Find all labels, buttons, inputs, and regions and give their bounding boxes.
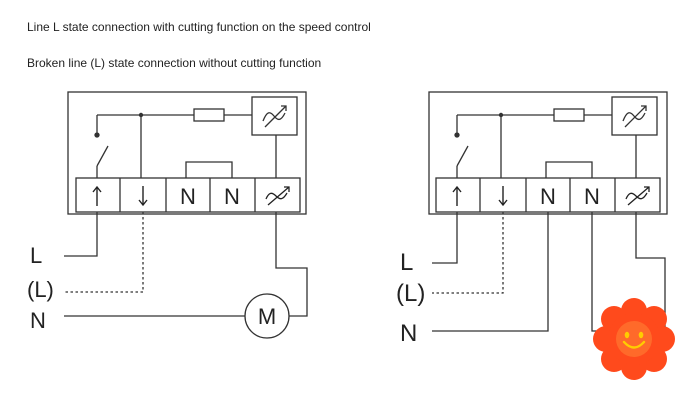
wire-label-broken-l: (L) xyxy=(396,280,425,307)
diagram-left xyxy=(67,91,307,215)
terminal-symbols-right: N N xyxy=(452,184,650,209)
terminal-speed-icon xyxy=(265,186,290,206)
wire-n xyxy=(432,212,549,332)
speed-control-box xyxy=(251,96,298,136)
caption-without-cutting: Broken line (L) state connection without… xyxy=(27,56,322,70)
speed-control-icon xyxy=(622,112,646,122)
switch-contact xyxy=(456,145,469,167)
caption-with-cutting: Line L state connection with cutting fun… xyxy=(27,20,371,34)
terminal-n2-label: N xyxy=(224,184,240,209)
terminal-symbols-left: N N xyxy=(92,184,290,209)
switch-contact xyxy=(96,145,109,167)
speed-control-icon xyxy=(262,112,286,122)
terminal-n2-label: N xyxy=(584,184,600,209)
neutral-bridge xyxy=(545,161,593,178)
wire-broken-l xyxy=(432,212,504,294)
wire-label-broken-l: (L) xyxy=(27,277,54,302)
fuse-icon xyxy=(193,108,225,122)
terminal-up-arrow-icon xyxy=(92,185,102,206)
wire-l xyxy=(432,212,458,264)
speed-control-box xyxy=(611,96,658,136)
wire-label-n: N xyxy=(30,308,46,333)
motor xyxy=(244,293,290,339)
neutral-bridge xyxy=(185,161,233,178)
terminal-down-arrow-icon xyxy=(498,186,508,207)
fuse-icon xyxy=(553,108,585,122)
terminal-block xyxy=(75,177,301,213)
wire-label-l: L xyxy=(400,249,413,276)
controller-housing xyxy=(67,91,307,215)
wire-broken-l xyxy=(64,212,144,293)
wire-label-n: N xyxy=(400,320,417,347)
wire-motor xyxy=(275,212,308,317)
motor-label: M xyxy=(258,304,276,329)
wire-label-l: L xyxy=(30,243,42,268)
external-wiring-left xyxy=(64,212,308,339)
terminal-n1-label: N xyxy=(180,184,196,209)
terminal-speed-icon xyxy=(625,186,650,206)
smiley-flower-icon xyxy=(593,298,675,380)
terminal-down-arrow-icon xyxy=(138,186,148,207)
terminal-up-arrow-icon xyxy=(452,185,462,206)
wire-l xyxy=(64,212,98,257)
terminal-n1-label: N xyxy=(540,184,556,209)
